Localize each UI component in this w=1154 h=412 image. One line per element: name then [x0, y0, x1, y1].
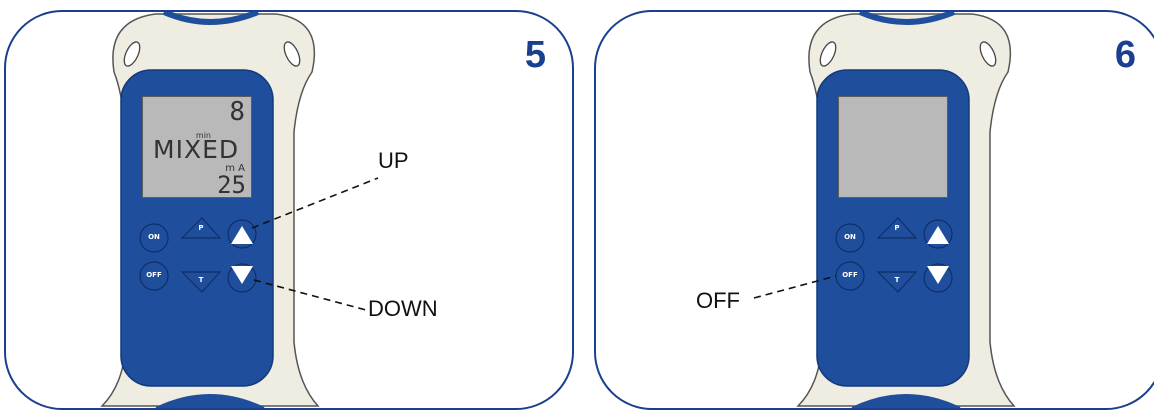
down-arrow-icon	[927, 266, 949, 284]
down-callout: DOWN	[368, 296, 438, 321]
p-button[interactable]: P	[894, 224, 900, 232]
on-button[interactable]: ON	[844, 233, 856, 241]
mode-label: MIXED	[153, 135, 240, 164]
lcd-display	[838, 96, 948, 198]
t-button[interactable]: T	[198, 276, 204, 284]
down-arrow-icon	[231, 266, 253, 284]
on-button[interactable]: ON	[148, 233, 160, 241]
tens-device: ON P OFF T	[596, 12, 1154, 412]
device-illustration	[753, 12, 1016, 409]
step-number: 6	[1114, 34, 1136, 76]
up-callout: UP	[378, 148, 409, 173]
step-6-panel: 6 ON P OFF T OFF	[594, 10, 1154, 410]
unit-min-label: min	[195, 131, 211, 140]
up-arrow-icon	[927, 226, 949, 244]
device-illustration	[100, 12, 379, 409]
p-button[interactable]: P	[198, 224, 204, 232]
up-arrow-icon	[231, 226, 253, 244]
lcd-display: 8 min MIXED m A 25	[142, 96, 252, 198]
off-button[interactable]: OFF	[146, 271, 162, 279]
unit-ma-label: m A	[225, 163, 245, 174]
step-number: 5	[524, 34, 546, 76]
intensity-value: 25	[217, 171, 246, 199]
t-button[interactable]: T	[894, 276, 900, 284]
program-digit: 8	[229, 97, 245, 127]
tens-device: 8 min MIXED m A 25 ON P OFF T	[6, 12, 576, 412]
off-callout: OFF	[696, 288, 740, 313]
off-button[interactable]: OFF	[842, 271, 858, 279]
step-5-panel: 5	[4, 10, 574, 410]
